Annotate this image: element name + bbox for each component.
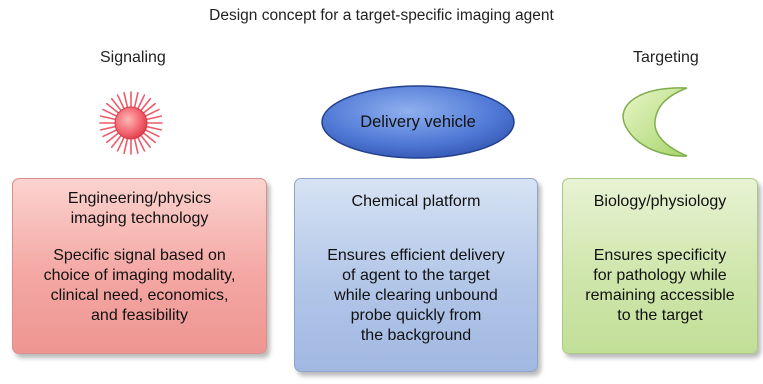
chemical-platform-box: Chemical platform Ensures efficient deli… bbox=[294, 178, 538, 372]
chemical-heading: Chemical platform bbox=[295, 192, 537, 212]
starburst-ray bbox=[133, 91, 139, 111]
starburst-ray bbox=[138, 133, 152, 149]
engineering-heading: Engineering/physics imaging technology bbox=[13, 189, 266, 229]
starburst-ray bbox=[105, 130, 121, 144]
biology-description: Ensures specificity for pathology while … bbox=[563, 246, 757, 326]
description-line: the background bbox=[360, 327, 472, 344]
starburst-ray bbox=[143, 115, 163, 121]
biology-physiology-box: Biology/physiology Ensures specificity f… bbox=[562, 178, 758, 354]
description-line: Ensures specificity bbox=[593, 247, 727, 264]
starburst-ray bbox=[102, 128, 120, 138]
description-line: and feasibility bbox=[91, 307, 188, 324]
starburst-ray bbox=[138, 97, 152, 113]
starburst-ray bbox=[110, 133, 124, 149]
biology-heading: Biology/physiology bbox=[563, 192, 757, 212]
description-line: clinical need, economics, bbox=[50, 287, 229, 304]
description-line: Specific signal based on bbox=[53, 247, 226, 264]
heading-line: Engineering/physics bbox=[67, 190, 212, 207]
starburst-ray bbox=[105, 102, 121, 116]
crescent-icon bbox=[622, 87, 688, 157]
starburst-icon bbox=[99, 91, 163, 155]
chemical-description: Ensures efficient delivery of agent to t… bbox=[295, 246, 537, 346]
description-line: for pathology while bbox=[593, 267, 727, 284]
heading-line: Chemical platform bbox=[351, 193, 481, 210]
signaling-label: Signaling bbox=[100, 49, 166, 66]
starburst-ray bbox=[123, 135, 129, 155]
starburst-ray bbox=[116, 134, 126, 152]
description-line: while clearing unbound bbox=[334, 287, 498, 304]
starburst-core bbox=[114, 106, 148, 140]
targeting-label: Targeting bbox=[633, 49, 699, 66]
engineering-physics-box: Engineering/physics imaging technology S… bbox=[12, 178, 267, 354]
diagram-title: Design concept for a target-specific ima… bbox=[209, 7, 554, 24]
starburst-ray bbox=[99, 115, 119, 121]
starburst-ray bbox=[99, 125, 119, 131]
starburst-ray bbox=[110, 97, 124, 113]
description-line: to the target bbox=[617, 307, 703, 324]
description-line: of agent to the target bbox=[342, 267, 490, 284]
description-line: remaining accessible bbox=[585, 287, 735, 304]
starburst-ray bbox=[133, 135, 139, 155]
delivery-vehicle-label: Delivery vehicle bbox=[360, 113, 476, 131]
delivery-vehicle-ellipse bbox=[321, 85, 515, 159]
heading-line: Biology/physiology bbox=[593, 193, 727, 210]
description-line: choice of imaging modality, bbox=[43, 267, 236, 284]
description-line: Ensures efficient delivery bbox=[327, 247, 505, 264]
starburst-ray bbox=[136, 134, 146, 152]
starburst-ray bbox=[123, 91, 129, 111]
starburst-ray bbox=[102, 108, 120, 118]
engineering-description: Specific signal based on choice of imagi… bbox=[13, 246, 266, 326]
starburst-ray bbox=[142, 108, 160, 118]
starburst-ray bbox=[143, 125, 163, 131]
starburst-ray bbox=[141, 130, 157, 144]
starburst-ray bbox=[142, 128, 160, 138]
starburst-ray bbox=[116, 94, 126, 112]
description-line: probe quickly from bbox=[350, 307, 482, 324]
starburst-ray bbox=[141, 102, 157, 116]
heading-line: imaging technology bbox=[70, 210, 209, 227]
starburst-ray bbox=[136, 94, 146, 112]
